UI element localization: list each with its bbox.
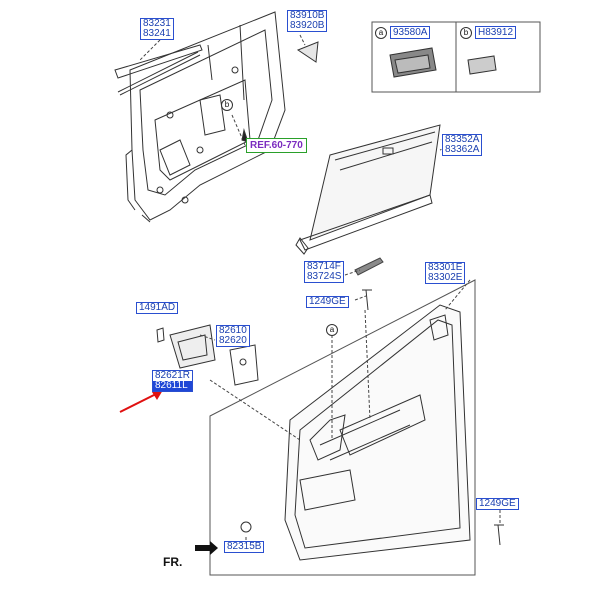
pull-handle-cover — [354, 257, 384, 276]
beltline-weatherstrip — [114, 44, 203, 79]
label-1249ge-lower: 1249GE — [476, 498, 519, 510]
label-h83912: H83912 — [475, 26, 517, 39]
highlight-arrow — [119, 390, 163, 413]
front-direction-arrow — [195, 541, 218, 555]
clip-1491ad — [156, 327, 165, 343]
screw-lower — [494, 524, 504, 546]
delta-cover — [296, 41, 319, 63]
clip-82315b — [240, 521, 252, 533]
callout-a-panel: a — [326, 324, 338, 336]
label-82315b: 82315B — [224, 541, 265, 553]
door-trim-panel — [284, 304, 471, 561]
door-frame-shell — [117, 11, 286, 223]
panel-outline-box — [209, 279, 476, 576]
front-direction-label: FR. — [163, 555, 183, 569]
callout-b-inset: b — [460, 27, 472, 39]
callout-a-inset: a — [375, 27, 387, 39]
sunshade-assembly — [295, 124, 441, 255]
label-1491ad: 1491AD — [136, 302, 179, 314]
callout-b-door: b — [221, 99, 233, 111]
label-93580a: 93580A — [390, 26, 431, 39]
ref-label: REF.60-770 — [246, 138, 307, 153]
screw-upper — [362, 289, 372, 311]
label-1249ge-upper: 1249GE — [306, 296, 349, 308]
